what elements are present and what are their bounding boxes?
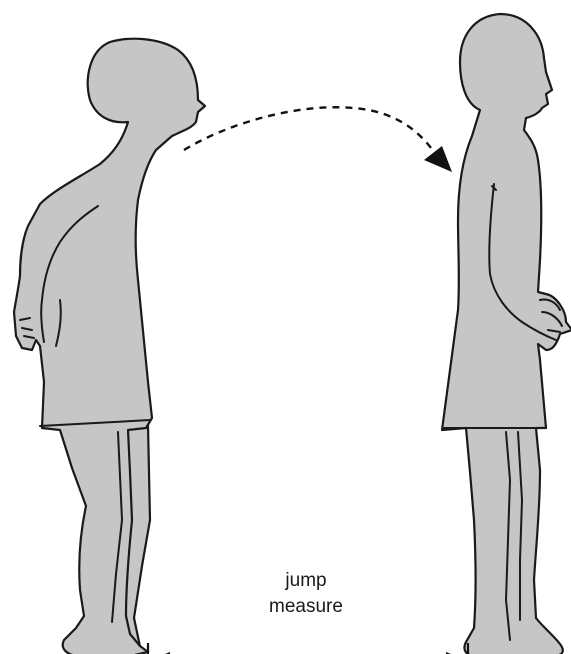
jump-arc-arrowhead	[424, 146, 452, 172]
jump-measure-label-line1: jump	[284, 570, 326, 591]
jump-measurement: jump measure	[148, 570, 468, 654]
standing-figure	[442, 14, 571, 654]
jump-measure-label-line2: measure	[269, 596, 343, 617]
jump-arc-path	[184, 107, 440, 160]
crouched-figure-body	[14, 39, 205, 654]
crouched-figure	[14, 39, 205, 654]
jump-arc	[184, 107, 452, 172]
